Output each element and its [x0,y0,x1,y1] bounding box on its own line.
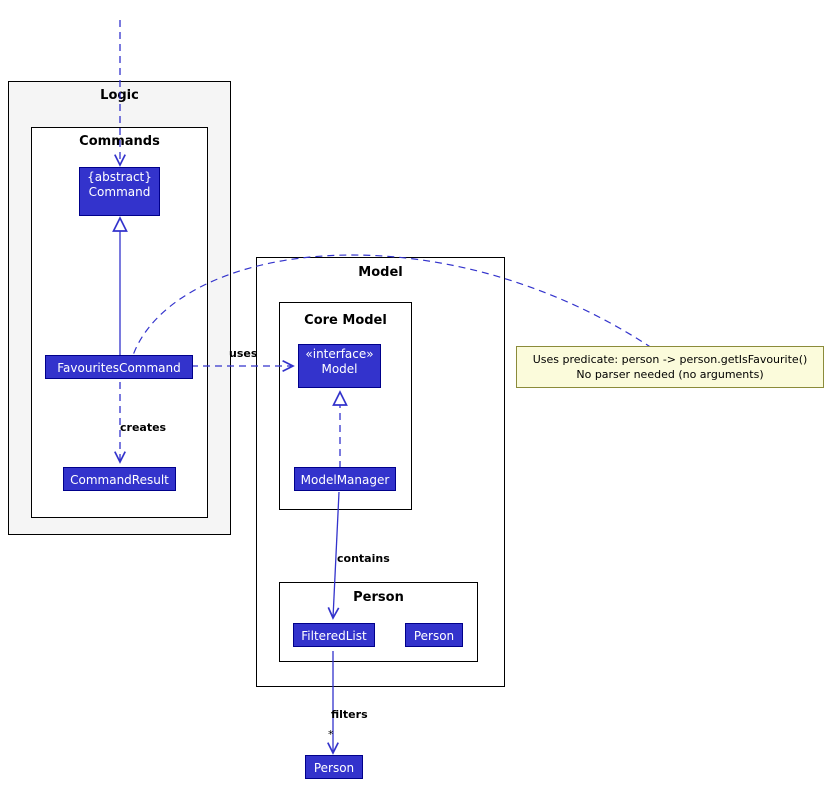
class-model-label: Model [321,362,358,376]
class-model-interface[interactable]: «interface» Model [298,344,381,388]
class-model-manager[interactable]: ModelManager [294,467,396,491]
class-command-line2: Command [88,185,151,199]
class-model-manager-label: ModelManager [300,473,390,487]
class-filtered-list[interactable]: FilteredList [293,623,375,647]
class-person-inner[interactable]: Person [405,623,463,647]
class-favourites-command[interactable]: FavouritesCommand [45,355,193,379]
package-commands-title: Commands [79,134,160,149]
class-command-line1: {abstract} [87,170,152,184]
edge-label-filters: filters [331,708,368,721]
package-person-title: Person [353,590,404,605]
class-command[interactable]: {abstract} Command [79,167,160,216]
class-command-result-label: CommandResult [70,473,169,487]
class-filtered-list-label: FilteredList [301,629,367,643]
package-model-title: Model [358,265,403,280]
class-favourites-command-label: FavouritesCommand [57,361,181,375]
edge-label-uses: uses [229,347,258,360]
package-logic-title: Logic [100,88,139,103]
class-person-inner-label: Person [413,629,455,643]
package-person: Person [279,582,478,662]
class-command-result[interactable]: CommandResult [63,467,176,491]
note-favourites-predicate: Uses predicate: person -> person.getIsFa… [516,346,824,388]
note-line-1: Uses predicate: person -> person.getIsFa… [532,353,808,366]
note-line-2: No parser needed (no arguments) [576,368,764,381]
edge-label-contains: contains [337,552,390,565]
class-model-stereotype: «interface» [305,347,374,361]
package-core-model-title: Core Model [304,313,387,328]
class-person-outer-label: Person [313,761,355,775]
class-person-outer[interactable]: Person [305,755,363,779]
multiplicity-filters: * [328,728,334,741]
edge-label-creates: creates [120,421,167,434]
